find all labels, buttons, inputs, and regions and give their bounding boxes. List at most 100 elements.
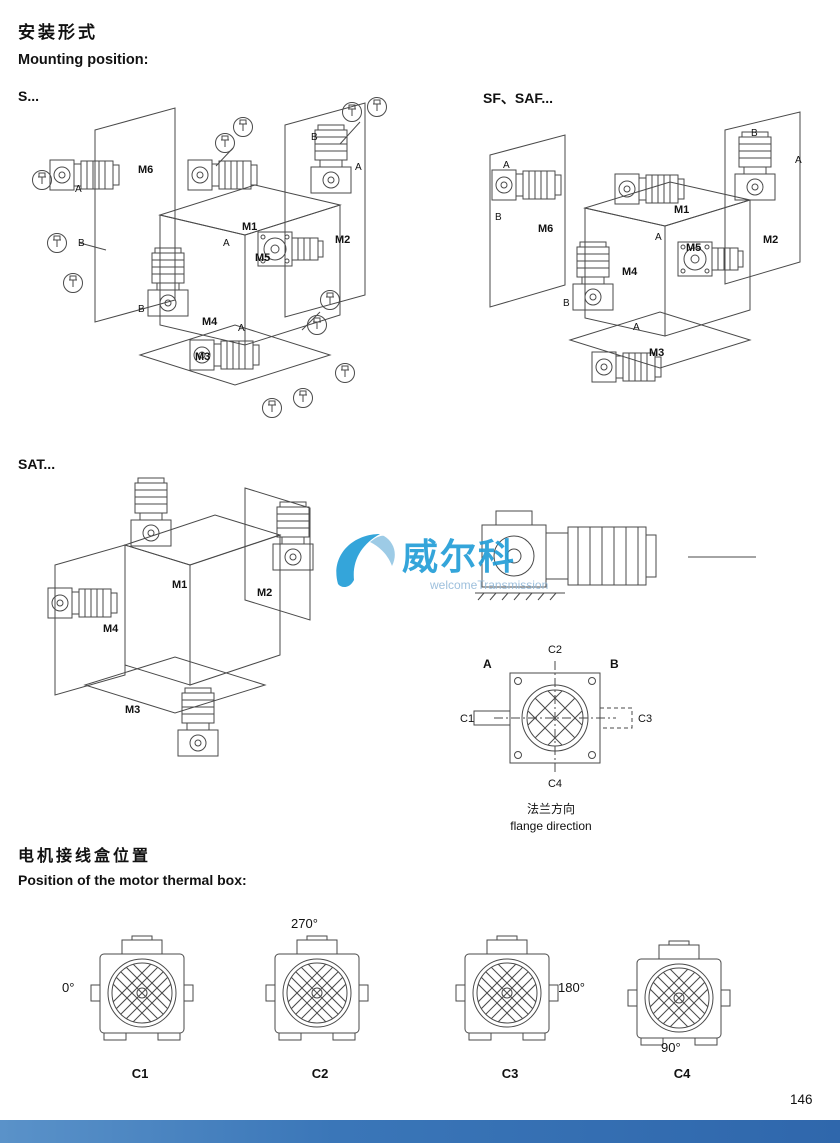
label-m4: M4 [103,623,119,635]
label-m3: M3 [649,347,664,359]
motor-front-c4 [625,940,735,1050]
input-shaft [473,710,511,726]
label-c4: C4 [548,778,562,790]
terminal-box-title-cn: 电机接线盒位置 [18,848,152,865]
label-a: A [355,162,362,173]
label-a: A [223,238,230,249]
label-a: A [75,184,82,195]
label-m2: M2 [763,234,778,246]
position-label-c1: C1 [131,1066,149,1081]
section-label-sat: SAT... [18,456,56,472]
label-a: A [503,160,510,171]
vent-plug-icon [367,97,387,117]
label-m2: M2 [257,587,272,599]
sat-mounting-diagram: M1 M2 M4 M3 [47,477,314,757]
label-m1: M1 [242,221,257,233]
label-m4: M4 [202,316,218,328]
iso-cube-right [664,199,751,337]
gear-unit-m6 [491,169,562,201]
label-m4: M4 [622,266,638,278]
footer-bar [0,1120,840,1143]
label-b: B [495,212,502,223]
gear-unit-m1 [130,477,172,547]
flange-direction-diagram: C2 A B C1 C3 C4 [460,644,652,790]
position-label-c3: C3 [501,1066,519,1081]
angle-c2: 270° [291,916,318,931]
vent-plug-icon [293,388,313,408]
page-title-cn: 安装形式 [18,23,98,42]
gear-unit-m1 [614,173,685,205]
label-m3: M3 [195,351,210,363]
flange-caption: 法兰方向 flange direction [466,801,636,835]
iso-plane-bottom [83,656,267,714]
watermark: 威尔科 welcomeTransmission [322,520,592,612]
iso-plane-left [54,544,126,696]
page-title-en: Mounting position: [18,52,149,68]
label-b: B [563,298,570,309]
angle-c4: 90° [661,1040,681,1055]
watermark-subtitle: welcomeTransmission [430,578,549,592]
vent-plug-icon [342,102,362,122]
motor-front-c1 [88,935,198,1045]
iso-plane-bottom [138,324,332,386]
gear-unit-m4 [572,241,614,311]
s-mounting-diagram: M6 M1 M2 M5 M4 M3 A B A B A B A [32,97,387,418]
label-m1: M1 [674,204,689,216]
label-m6: M6 [138,164,153,176]
label-m3: M3 [125,704,140,716]
iso-cube-right [244,204,341,346]
label-c3: C3 [638,713,652,725]
label-a: A [238,323,245,334]
vent-plug-icon [47,233,67,253]
iso-cube-front [124,544,191,686]
gear-unit-m2 [272,501,314,571]
angle-c3: 180° [558,980,585,995]
section-label-sf: SF、SAF... [483,90,554,106]
label-m2: M2 [335,234,350,246]
gear-unit-m2 [734,131,776,201]
vent-plug-icon [215,133,235,153]
position-label-c4: C4 [673,1066,691,1081]
section-label-s: S... [18,88,40,104]
motor-front-c3 [453,935,563,1045]
flange-caption-en: flange direction [510,819,592,833]
label-b: B [751,128,758,139]
label-a: A [633,322,640,333]
gear-unit-m3 [177,687,219,757]
label-m6: M6 [538,223,553,235]
label-a: A [795,155,802,166]
vent-plug-icon [233,117,253,137]
leader-line [79,242,107,251]
gear-unit-m4 [47,587,118,619]
watermark-swoosh-icon [336,534,395,588]
vent-plug-icon [32,170,52,190]
gearmotor-side-view [475,510,756,601]
leader-line [339,121,361,145]
page-number: 146 [790,1092,813,1107]
label-m5: M5 [255,252,270,264]
terminal-box-title-en: Position of the motor thermal box: [18,872,247,888]
iso-plane-right [244,487,311,621]
vent-plug-icon [262,398,282,418]
flange-caption-cn: 法兰方向 [526,802,575,816]
label-b: B [311,132,318,143]
label-m5: M5 [686,242,701,254]
label-b: B [610,657,619,671]
watermark-brand: 威尔科 [402,536,517,577]
vent-plug-icon [307,315,327,335]
iso-plane-bottom [568,311,752,369]
label-m1: M1 [172,579,187,591]
label-a: A [655,232,662,243]
angle-c1: 0° [62,980,75,995]
label-c1: C1 [460,713,474,725]
vent-plug-icon [335,363,355,383]
label-b: B [138,304,145,315]
gear-unit-m6 [49,159,120,191]
vent-plug-icon [63,273,83,293]
iso-cube-right [189,534,281,686]
position-label-c2: C2 [311,1066,329,1081]
sf-mounting-diagram: M6 M1 M2 M5 M4 M3 A B B A A B A [489,111,802,383]
gear-unit-m1 [187,159,258,191]
output-option-dashed [599,707,633,729]
label-b: B [78,238,85,249]
